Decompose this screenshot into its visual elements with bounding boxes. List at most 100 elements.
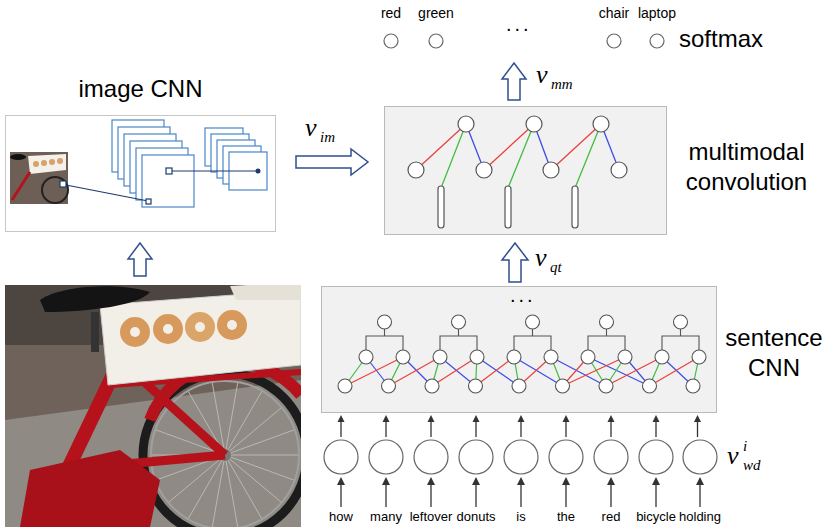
sentence-cnn-units [643, 379, 657, 393]
output-neuron [384, 34, 398, 48]
input-connector [608, 415, 615, 437]
multimodal-conv-units [505, 186, 511, 228]
wheel-spokes [225, 455, 282, 503]
sentence-cnn-units [581, 350, 595, 364]
label-holder: ν [535, 245, 547, 271]
word-neuron [368, 439, 404, 475]
sentence-cnn-units [338, 315, 706, 393]
sentence-cnn-units [345, 357, 366, 386]
multimodal-conv-units [575, 124, 601, 188]
feature-maps [211, 134, 249, 172]
sentence-cnn-units [693, 357, 699, 386]
input-arrow [517, 477, 525, 485]
bicycle-photo [163, 324, 173, 334]
sentence-cnn-units [618, 350, 632, 364]
bicycle-photo [5, 285, 301, 527]
bicycle-photo [120, 360, 225, 455]
bicycle-photo [130, 327, 140, 337]
vector-symbol: ν [535, 245, 547, 271]
output-neuron [383, 33, 399, 49]
wheel-spokes [212, 382, 225, 455]
input-arrow [655, 483, 656, 507]
cnn-thumbnail [28, 154, 66, 174]
wheel-spokes [151, 382, 299, 527]
multimodal-conv-units [476, 162, 492, 178]
sentence-cnn-units [389, 357, 441, 386]
arrow-head [608, 415, 615, 422]
sentence-cnn-units [692, 350, 706, 364]
sentence-cnn-units [366, 322, 403, 350]
sentence-cnn-units [588, 322, 625, 350]
word-unit: is [502, 439, 540, 524]
bicycle-photo [219, 449, 231, 461]
input-connector [475, 421, 476, 437]
bicycle-photo [60, 455, 225, 470]
receptive-field-lines [256, 169, 261, 174]
wheel-spokes [155, 455, 225, 480]
sentence-cnn-units [588, 357, 650, 386]
word-neuron [639, 440, 673, 474]
question-word: many [367, 509, 405, 524]
word-unit: red [592, 439, 630, 524]
word-unit: bicycle [635, 439, 677, 524]
hollow-arrow [128, 243, 152, 276]
input-arrow [652, 477, 660, 485]
sentence-cnn-units [551, 357, 606, 386]
output-neuron [428, 33, 444, 49]
sentence-cnn-units [514, 357, 563, 386]
class-label: green [417, 5, 455, 21]
sentence-cnn-units [477, 357, 519, 386]
question-word: bicycle [635, 509, 677, 524]
heading-holder: multimodal convolution [674, 137, 819, 197]
wheel-spokes [225, 430, 295, 455]
multimodal-conv-units [508, 124, 534, 188]
sentence-cnn-units [433, 350, 447, 364]
hollow-arrow [296, 149, 368, 175]
bicycle-photo [230, 285, 301, 300]
label-holder: wd [743, 458, 761, 473]
receptive-field-lines [66, 185, 148, 201]
hollow-arrow [502, 243, 528, 282]
vector-symbol: wd [743, 458, 761, 473]
class-label: red [380, 5, 403, 21]
cnn-thumbnail [42, 177, 68, 203]
wheel-spokes [225, 455, 295, 480]
hollow-arrow [296, 149, 368, 175]
word-neuron [458, 439, 494, 475]
word-unit: how [322, 439, 360, 524]
receptive-field-lines [172, 170, 256, 171]
label-holder: ν [536, 62, 548, 88]
layer-heading: sentence CNN [722, 323, 826, 383]
output-neuron [607, 34, 621, 48]
sentence-cnn-units [345, 357, 403, 386]
vector-symbol: ν [536, 62, 548, 88]
multimodal-conv-units [526, 116, 542, 132]
word-unit: many [367, 439, 405, 524]
feature-maps [217, 140, 255, 178]
wheel-spokes [225, 391, 262, 455]
question-word: leftover [409, 509, 454, 524]
word-unit: holding [678, 439, 722, 524]
cnn-thumbnail [10, 152, 68, 204]
softmax-unit: laptop [637, 5, 678, 49]
bicycle-photo [151, 381, 299, 527]
input-arrow [340, 483, 341, 507]
label-holder: ν [305, 115, 317, 141]
input-arrow [425, 475, 437, 509]
question-word: is [502, 509, 540, 524]
sentence-cnn-units [432, 357, 477, 386]
vector-symbol: qt [550, 260, 562, 275]
wheel-spokes [188, 391, 225, 455]
question-word: red [592, 509, 630, 524]
bicycle-photo [20, 450, 160, 527]
word-neuron [503, 439, 539, 475]
input-connector [520, 421, 521, 437]
sentence-cnn-units [650, 357, 700, 386]
input-connector [428, 415, 435, 437]
label-holder: i [743, 439, 747, 454]
sentence-cnn-units [476, 357, 515, 386]
multimodal-conv-units [441, 124, 466, 188]
cnn-thumbnail [10, 152, 68, 204]
input-arrow [607, 477, 615, 485]
